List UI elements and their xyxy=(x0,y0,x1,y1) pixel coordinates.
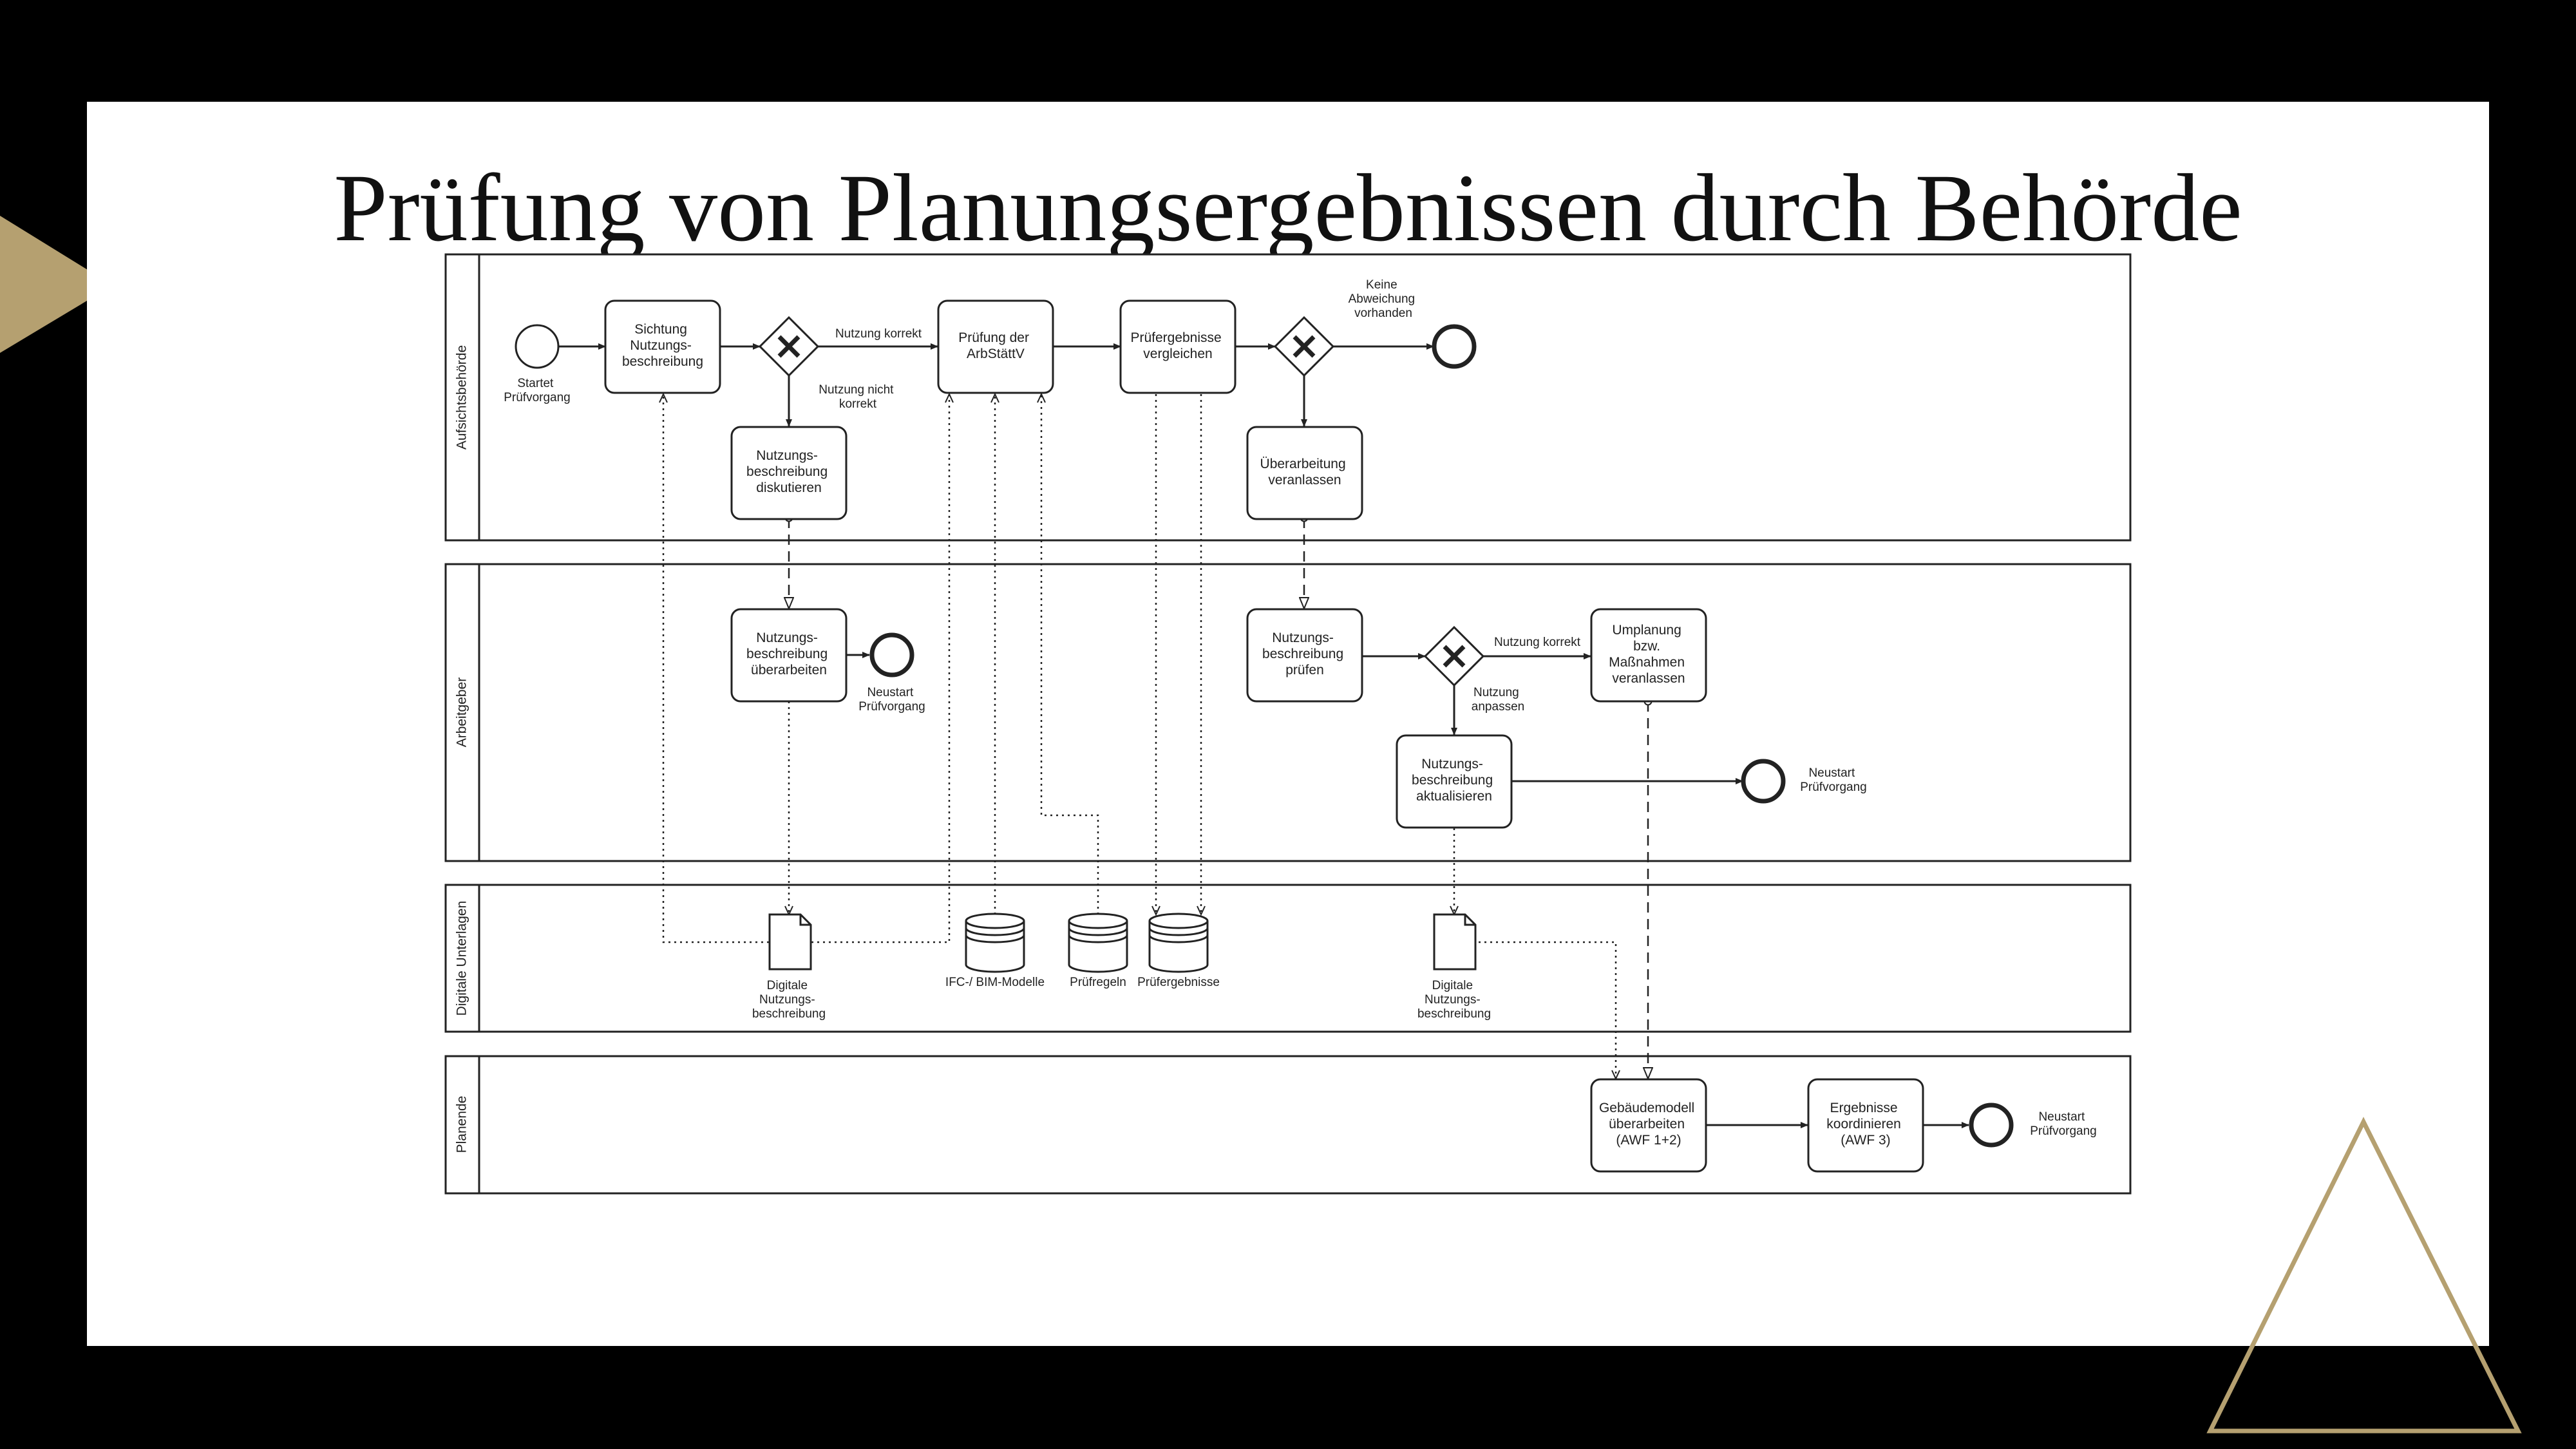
bpmn-diagram: Aufsichtsbehörde Arbeitgeber Digitale Un… xyxy=(444,253,2132,1195)
exclusive-gateway-1[interactable] xyxy=(758,316,820,377)
flow-label-nutzung-korrekt-1: Nutzung korrekt xyxy=(835,327,922,341)
database-icon-pruefergebnisse[interactable]: Prüfergebnisse xyxy=(1137,913,1220,989)
event-label: Neustart Prüfvorgang xyxy=(2030,1110,2097,1138)
event-label: Neustart Prüfvorgang xyxy=(1800,766,1867,794)
start-event[interactable]: Startet Prüfvorgang xyxy=(504,324,571,404)
task-label: Nutzungs- beschreibung überarbeiten xyxy=(746,630,831,677)
task-label: Nutzungs- beschreibung prüfen xyxy=(1262,630,1347,677)
task-label: Ergebnisse koordinieren (AWF 3) xyxy=(1826,1101,1904,1148)
task-koordinieren[interactable]: Ergebnisse koordinieren (AWF 3) xyxy=(1807,1078,1924,1173)
flow-label-nutzung-anpassen: Nutzung anpassen xyxy=(1472,686,1524,714)
task-gebaeudemodell[interactable]: Gebäudemodell überarbeiten (AWF 1+2) xyxy=(1590,1078,1707,1173)
exclusive-gateway-3[interactable] xyxy=(1423,625,1485,687)
task-pruefung-arbstaettv[interactable]: Prüfung der ArbStättV xyxy=(937,299,1054,394)
task-label: Umplanung bzw. Maßnahmen veranlassen xyxy=(1609,623,1689,686)
task-label: Nutzungs- beschreibung diskutieren xyxy=(746,448,831,495)
x-icon xyxy=(777,335,800,358)
end-event-neustart-2[interactable]: Neustart Prüfvorgang xyxy=(1741,759,1867,804)
flow-label-nutzung-korrekt-2: Nutzung korrekt xyxy=(1494,636,1581,649)
task-label: Sichtung Nutzungs- beschreibung xyxy=(622,322,703,369)
data-associations xyxy=(663,394,1616,1079)
exclusive-gateway-2[interactable] xyxy=(1273,316,1335,377)
task-pruefergebnisse-vergleichen[interactable]: Prüfergebnisse vergleichen xyxy=(1119,299,1236,394)
assoc-pruefregeln-pruefung xyxy=(1041,394,1099,914)
data-object-label: Digitale Nutzungs- beschreibung xyxy=(1417,979,1491,1021)
task-diskutieren[interactable]: Nutzungs- beschreibung diskutieren xyxy=(730,426,848,520)
x-icon xyxy=(1293,335,1316,358)
lane-label: Arbeitgeber xyxy=(455,677,469,748)
data-object-label: Prüfregeln xyxy=(1070,976,1126,989)
task-umplanung[interactable]: Umplanung bzw. Maßnahmen veranlassen xyxy=(1590,608,1707,703)
lane-digitale-unterlagen: Digitale Unterlagen xyxy=(444,884,2132,1033)
database-icon-pruefregeln[interactable]: Prüfregeln xyxy=(1068,913,1128,989)
page-title: Prüfung von Planungsergebnissen durch Be… xyxy=(334,155,2242,261)
data-object-label: IFC-/ BIM-Modelle xyxy=(945,976,1045,989)
end-event-neustart-1[interactable]: Neustart Prüfvorgang xyxy=(858,632,925,714)
task-ueberarbeiten[interactable]: Nutzungs- beschreibung überarbeiten xyxy=(730,608,848,703)
lane-label: Digitale Unterlagen xyxy=(455,901,469,1016)
event-label: Startet Prüfvorgang xyxy=(504,377,571,404)
database-icon-ifc-bim-modelle[interactable]: IFC-/ BIM-Modelle xyxy=(945,913,1045,989)
lane-label: Planende xyxy=(455,1096,469,1153)
data-object-label: Digitale Nutzungs- beschreibung xyxy=(752,979,826,1021)
task-label: Gebäudemodell überarbeiten (AWF 1+2) xyxy=(1599,1101,1698,1148)
end-event-keine-abweichung[interactable]: Keine Abweichung vorhanden xyxy=(1349,278,1477,369)
event-label: Keine Abweichung vorhanden xyxy=(1349,278,1419,320)
slide-canvas: Prüfung von Planungsergebnissen durch Be… xyxy=(87,102,2489,1346)
document-icon-nutzungsbeschreibung-2[interactable]: Digitale Nutzungs- beschreibung xyxy=(1417,913,1491,1021)
task-label: Prüfung der ArbStättV xyxy=(958,330,1033,361)
assoc-doc1-sichtung xyxy=(663,394,769,943)
task-ueberarbeitung-veranlassen[interactable]: Überarbeitung veranlassen xyxy=(1246,426,1363,520)
lane-label: Aufsichtsbehörde xyxy=(455,345,469,450)
data-object-label: Prüfergebnisse xyxy=(1137,976,1220,989)
flow-label-nutzung-nicht-korrekt: Nutzung nicht korrekt xyxy=(819,383,896,411)
task-sichtung[interactable]: Sichtung Nutzungs- beschreibung xyxy=(604,299,721,394)
end-event-neustart-3[interactable]: Neustart Prüfvorgang xyxy=(1969,1103,2097,1148)
event-label: Neustart Prüfvorgang xyxy=(858,686,925,714)
task-aktualisieren[interactable]: Nutzungs- beschreibung aktualisieren xyxy=(1396,734,1513,829)
task-label: Nutzungs- beschreibung aktualisieren xyxy=(1412,757,1497,804)
task-label: Prüfergebnisse vergleichen xyxy=(1130,330,1225,361)
x-icon xyxy=(1443,645,1466,668)
task-label: Überarbeitung veranlassen xyxy=(1260,457,1350,488)
message-flows xyxy=(789,518,1648,1079)
document-icon-nutzungsbeschreibung-1[interactable]: Digitale Nutzungs- beschreibung xyxy=(752,913,826,1021)
sequence-flows xyxy=(558,343,1969,1128)
task-pruefen[interactable]: Nutzungs- beschreibung prüfen xyxy=(1246,608,1363,703)
